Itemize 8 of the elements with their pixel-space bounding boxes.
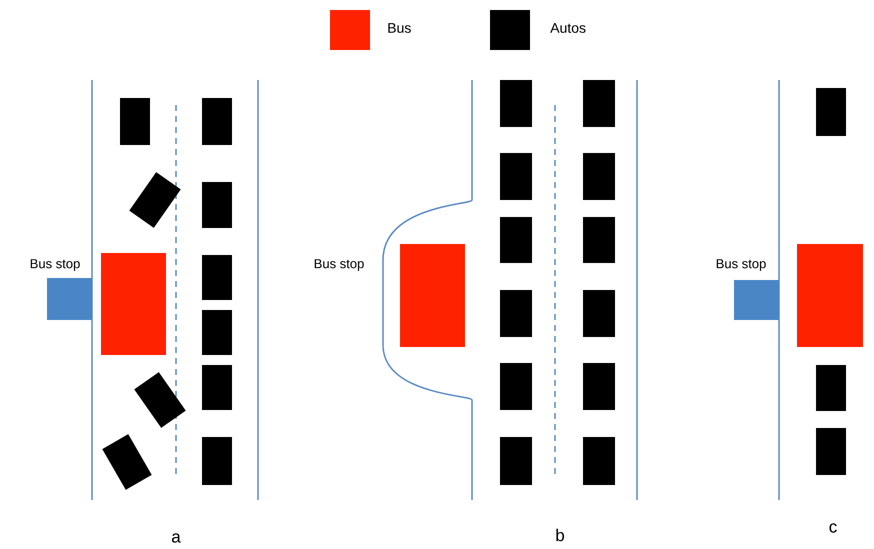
panel-letter: c <box>829 523 837 533</box>
road-label: Bus stop <box>716 259 766 271</box>
road-label: Bus stop <box>30 259 80 271</box>
panel-letter: a <box>172 533 181 543</box>
road-label: Bus stop <box>314 259 364 271</box>
legend-label: Bus <box>388 23 411 33</box>
legend-label: Autos <box>550 23 586 33</box>
panel-letter: b <box>556 528 564 542</box>
